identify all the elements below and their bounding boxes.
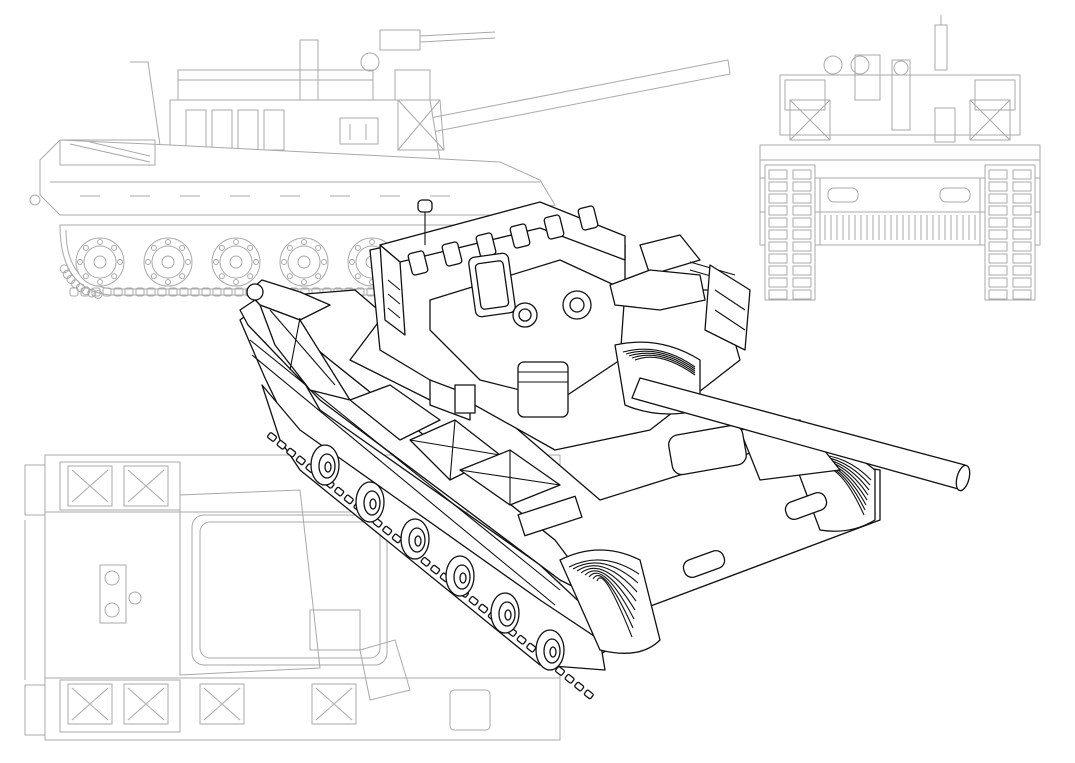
model-track-link xyxy=(382,525,393,536)
model-track-link xyxy=(286,447,297,458)
model-track-link xyxy=(564,673,575,684)
top-crate xyxy=(67,465,113,507)
side-track-link xyxy=(234,287,244,297)
side-road-wheel xyxy=(279,237,329,287)
model-basket-slot xyxy=(441,241,463,267)
model-turret-ammo-box xyxy=(517,361,569,418)
model-track-link xyxy=(468,595,479,606)
model-mg-mount xyxy=(609,269,706,311)
model-track-link xyxy=(276,439,287,450)
model-front-fender-left xyxy=(559,549,661,654)
model-headlight-left xyxy=(682,549,726,579)
side-track-link xyxy=(212,287,222,297)
side-track-link xyxy=(157,287,167,297)
side-road-wheel xyxy=(75,237,125,287)
model-basket-side xyxy=(379,244,406,336)
top-turret-plate xyxy=(179,489,321,676)
model-road-wheels xyxy=(310,444,565,671)
model-track-band xyxy=(261,384,606,671)
side-gun-barrel xyxy=(429,59,731,133)
model-track-link xyxy=(266,432,278,442)
side-turret-basket xyxy=(177,69,374,101)
model-track-link xyxy=(391,533,402,544)
top-crate xyxy=(123,465,169,507)
model-muzzle xyxy=(955,464,971,492)
model-track-link xyxy=(420,556,431,567)
side-track-link xyxy=(201,287,211,297)
model-track-link xyxy=(583,689,594,700)
model-track-link xyxy=(343,494,354,505)
model-basket-slot xyxy=(577,205,599,231)
model-track-link xyxy=(334,486,345,497)
top-crate xyxy=(123,683,169,725)
side-antenna xyxy=(130,61,161,146)
side-track-link xyxy=(179,287,189,297)
front-grille xyxy=(824,215,976,240)
model-track-link xyxy=(526,642,537,653)
model-track-link xyxy=(516,634,527,645)
model-track-link xyxy=(478,603,489,614)
top-crate xyxy=(311,683,357,725)
model-turret-side-armor xyxy=(704,264,751,351)
model-basket-slot xyxy=(543,214,565,240)
front-track-left xyxy=(764,164,816,301)
side-road-wheel xyxy=(143,237,193,287)
model-front-hatch xyxy=(668,424,747,476)
side-track-link xyxy=(102,287,112,297)
model-track-link xyxy=(554,666,566,676)
front-track-right xyxy=(984,164,1036,301)
side-road-wheel xyxy=(211,237,261,287)
side-track-link xyxy=(168,287,178,297)
front-view xyxy=(759,15,1041,301)
model-sight-box xyxy=(639,234,701,276)
side-track-link xyxy=(124,287,134,297)
model-headlight-right xyxy=(784,491,828,521)
side-track-link xyxy=(113,287,123,297)
side-track-link xyxy=(223,287,233,297)
model-track-link xyxy=(430,564,441,575)
front-turret xyxy=(779,74,1021,136)
side-track-link xyxy=(91,287,101,297)
model-track-link xyxy=(574,681,585,692)
side-track-link xyxy=(146,287,156,297)
side-track-link xyxy=(190,287,200,297)
side-track-link xyxy=(135,287,145,297)
top-crate xyxy=(199,683,245,725)
model-basket-slot xyxy=(509,223,531,249)
top-turret xyxy=(191,514,388,666)
top-crate xyxy=(67,683,113,725)
isometric-3d-model xyxy=(239,199,971,700)
side-hull xyxy=(39,139,556,216)
model-track-link xyxy=(295,455,306,466)
model-basket-slot xyxy=(407,250,429,276)
